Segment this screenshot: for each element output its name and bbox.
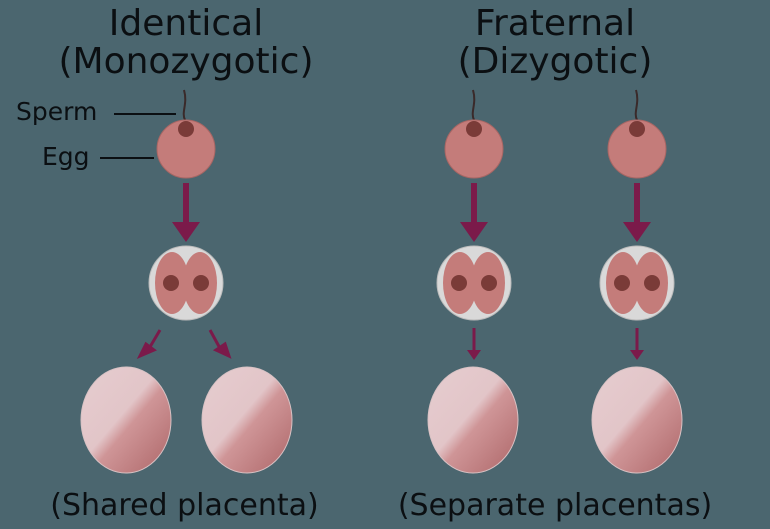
fraternal-placenta-2 — [591, 366, 683, 474]
fraternal-egg-1 — [444, 89, 504, 179]
identical-egg — [156, 89, 216, 179]
identical-footer: (Shared placenta) — [50, 488, 319, 523]
fraternal-footer: (Separate placentas) — [397, 488, 713, 523]
fraternal-split-cell-1 — [436, 245, 512, 321]
fraternal-egg-2 — [607, 89, 667, 179]
egg-label: Egg — [42, 142, 90, 171]
identical-placenta-1 — [80, 366, 172, 474]
fraternal-title: Fraternal (Dizygotic) — [405, 5, 705, 81]
fraternal-down-arrow-2 — [623, 183, 651, 242]
identical-placenta-2 — [201, 366, 293, 474]
fraternal-placenta-1 — [427, 366, 519, 474]
identical-down-arrow — [172, 183, 200, 242]
identical-split-arrows — [136, 329, 232, 359]
fraternal-small-arrow-2 — [630, 328, 644, 360]
identical-title-line2: (Monozygotic) — [58, 41, 314, 82]
fraternal-down-arrow-1 — [460, 183, 488, 242]
fraternal-title-line1: Fraternal — [474, 3, 636, 44]
identical-title-line1: Identical — [108, 3, 264, 44]
identical-split-cell — [148, 245, 224, 321]
sperm-label: Sperm — [16, 97, 98, 126]
fraternal-split-cell-2 — [599, 245, 675, 321]
fraternal-title-line2: (Dizygotic) — [457, 41, 653, 82]
identical-title: Identical (Monozygotic) — [36, 5, 336, 81]
fraternal-small-arrow-1 — [467, 328, 481, 360]
